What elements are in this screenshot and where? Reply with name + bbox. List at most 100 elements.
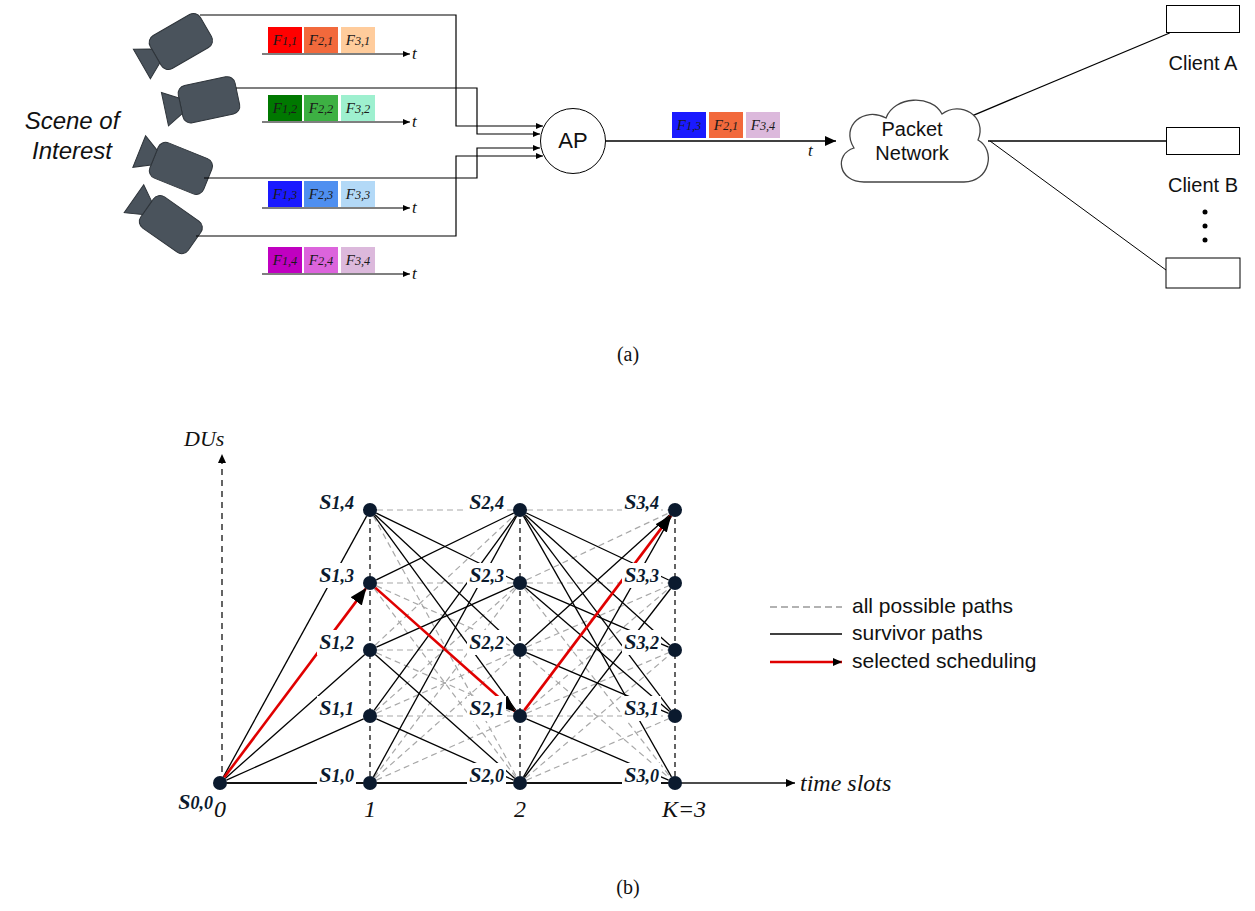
frame-box: F2,2: [304, 95, 338, 121]
legend-sample: [770, 606, 842, 607]
frame-box: F2,1: [709, 112, 743, 138]
tick-label: 2: [514, 796, 526, 823]
node-label: Packet Network: [864, 117, 960, 165]
state-label: S0,0: [176, 790, 215, 815]
state-label: S1,1: [317, 696, 356, 721]
selected-path: [375, 588, 515, 712]
frame-label: F1,2: [273, 100, 298, 117]
tick-label: 0: [214, 796, 226, 823]
client-box: Client A: [1166, 5, 1240, 33]
state-label: S3,2: [622, 630, 661, 655]
axis-label: time slots: [800, 770, 891, 797]
network-cloud: Packet Network: [832, 90, 992, 192]
legend-sample: [770, 633, 842, 635]
state-label: S2,0: [467, 763, 506, 788]
trellis-state: S0,0: [213, 776, 227, 790]
possible-path: [373, 516, 516, 777]
frame-label: F1,1: [273, 32, 298, 49]
cloud-outline: [832, 90, 992, 192]
cloud-shape: [841, 100, 988, 182]
frame-label: F2,2: [309, 100, 334, 117]
state-label: S2,3: [467, 563, 506, 588]
state-label: S1,4: [317, 490, 356, 515]
state-label: S2,4: [467, 490, 506, 515]
axis-label: DUs: [184, 426, 224, 452]
survivor-path: [375, 515, 515, 645]
frame-label: F3,3: [346, 186, 371, 203]
frame-label: F2,3: [309, 186, 334, 203]
network-link: [971, 33, 1170, 116]
network-link: [988, 140, 1166, 141]
frame-label: F2,1: [309, 32, 334, 49]
trellis-state: S3,0: [668, 776, 682, 790]
survivor-path: [524, 516, 671, 711]
survivor-path: [373, 516, 516, 777]
scene-label: Scene of Interest: [8, 106, 136, 166]
frame-label: F1,4: [273, 252, 298, 269]
node-label: AP: [558, 128, 587, 154]
frame-box: F3,4: [746, 112, 780, 138]
trellis-state: S1,0: [363, 776, 377, 790]
frame-box: F2,3: [304, 181, 338, 207]
frame-label: F1,3: [677, 117, 702, 134]
state-label: S3,4: [622, 490, 661, 515]
axis-label: t: [412, 112, 417, 132]
frame-box: F3,4: [341, 247, 375, 273]
trellis-state: S3,3: [668, 576, 682, 590]
axis-label: t: [412, 44, 417, 64]
survivor-path: [223, 516, 366, 777]
trellis-axis: [220, 454, 795, 783]
frame-label: F1,3: [273, 186, 298, 203]
possible-path: [375, 655, 515, 779]
frame-box: F3,2: [341, 95, 375, 121]
state-label: S3,0: [622, 763, 661, 788]
state-label: S2,2: [467, 630, 506, 655]
survivor-path: [525, 515, 670, 646]
frame-label: F2,1: [714, 117, 739, 134]
survivor-path: [375, 655, 515, 779]
survivor-path: [225, 655, 365, 779]
survivor-path: [524, 516, 672, 777]
camera: [123, 11, 241, 257]
access-point-circle: AP: [540, 108, 606, 174]
trellis-state: S1,1: [363, 709, 377, 723]
frame-box: F1,2: [268, 95, 302, 121]
survivor-path: [374, 516, 516, 711]
time-axis: [262, 54, 410, 274]
legend-samples: [770, 607, 842, 662]
survivor-path: [524, 516, 672, 777]
node-label: Client A: [1169, 52, 1238, 75]
survivor-path: [374, 516, 516, 711]
client-box: [990, 141, 1240, 288]
network-link: [606, 140, 836, 141]
trellis-state: S1,2: [363, 643, 377, 657]
trellis-state: S2,4: [513, 503, 527, 517]
trellis-state: S3,4: [668, 503, 682, 517]
survivor-path: [525, 515, 670, 646]
possible-path: [375, 588, 515, 712]
state-label: S1,3: [317, 563, 356, 588]
axis-label: (a): [617, 343, 639, 366]
trellis-state: S1,3: [363, 576, 377, 590]
trellis-state: S2,3: [513, 576, 527, 590]
trellis-state: S2,0: [513, 776, 527, 790]
legend-text: selected scheduling: [852, 649, 1036, 673]
frame-box: F1,3: [672, 112, 706, 138]
axis-label: (b): [616, 876, 639, 899]
possible-path: [375, 515, 515, 645]
camera-wire: [196, 15, 543, 236]
trellis-state: S2,2: [513, 643, 527, 657]
node-label: Client B: [1168, 174, 1238, 197]
trellis-state: S3,2: [668, 643, 682, 657]
trellis-state: S3,1: [668, 709, 682, 723]
trellis-state: S1,4: [363, 503, 377, 517]
axis-label: t: [808, 141, 813, 161]
frame-label: F3,2: [346, 100, 371, 117]
legend-sample: [770, 661, 842, 664]
state-label: S1,0: [317, 763, 356, 788]
frame-label: F3,4: [346, 252, 371, 269]
state-label: S1,2: [317, 630, 356, 655]
survivor-path: [525, 588, 669, 712]
frame-box: F1,3: [268, 181, 302, 207]
legend-text: survivor paths: [852, 621, 983, 645]
